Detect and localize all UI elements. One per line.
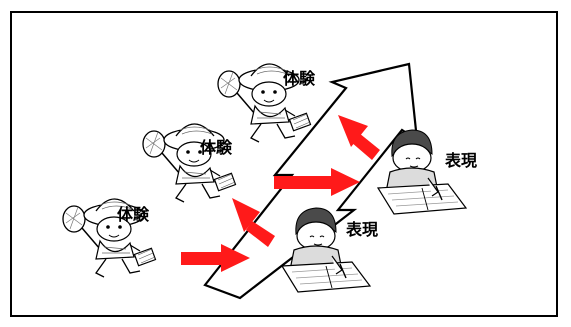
- arrow-experience-to-expression-lower: [181, 244, 250, 272]
- arrow-experience-to-expression-upper: [274, 168, 360, 196]
- label-experience-lower: 体験: [117, 205, 150, 224]
- label-experience-upper: 体験: [283, 69, 316, 88]
- label-expression-upper: 表現: [444, 151, 477, 170]
- diagram-frame: [10, 11, 558, 317]
- arrow-expression-to-experience-lower: [232, 198, 275, 247]
- arrow-expression-to-experience-upper: [338, 115, 380, 160]
- label-expression-lower: 表現: [345, 220, 378, 239]
- label-experience-middle: 体験: [200, 138, 233, 157]
- child-with-bug-net-icon: [142, 123, 237, 203]
